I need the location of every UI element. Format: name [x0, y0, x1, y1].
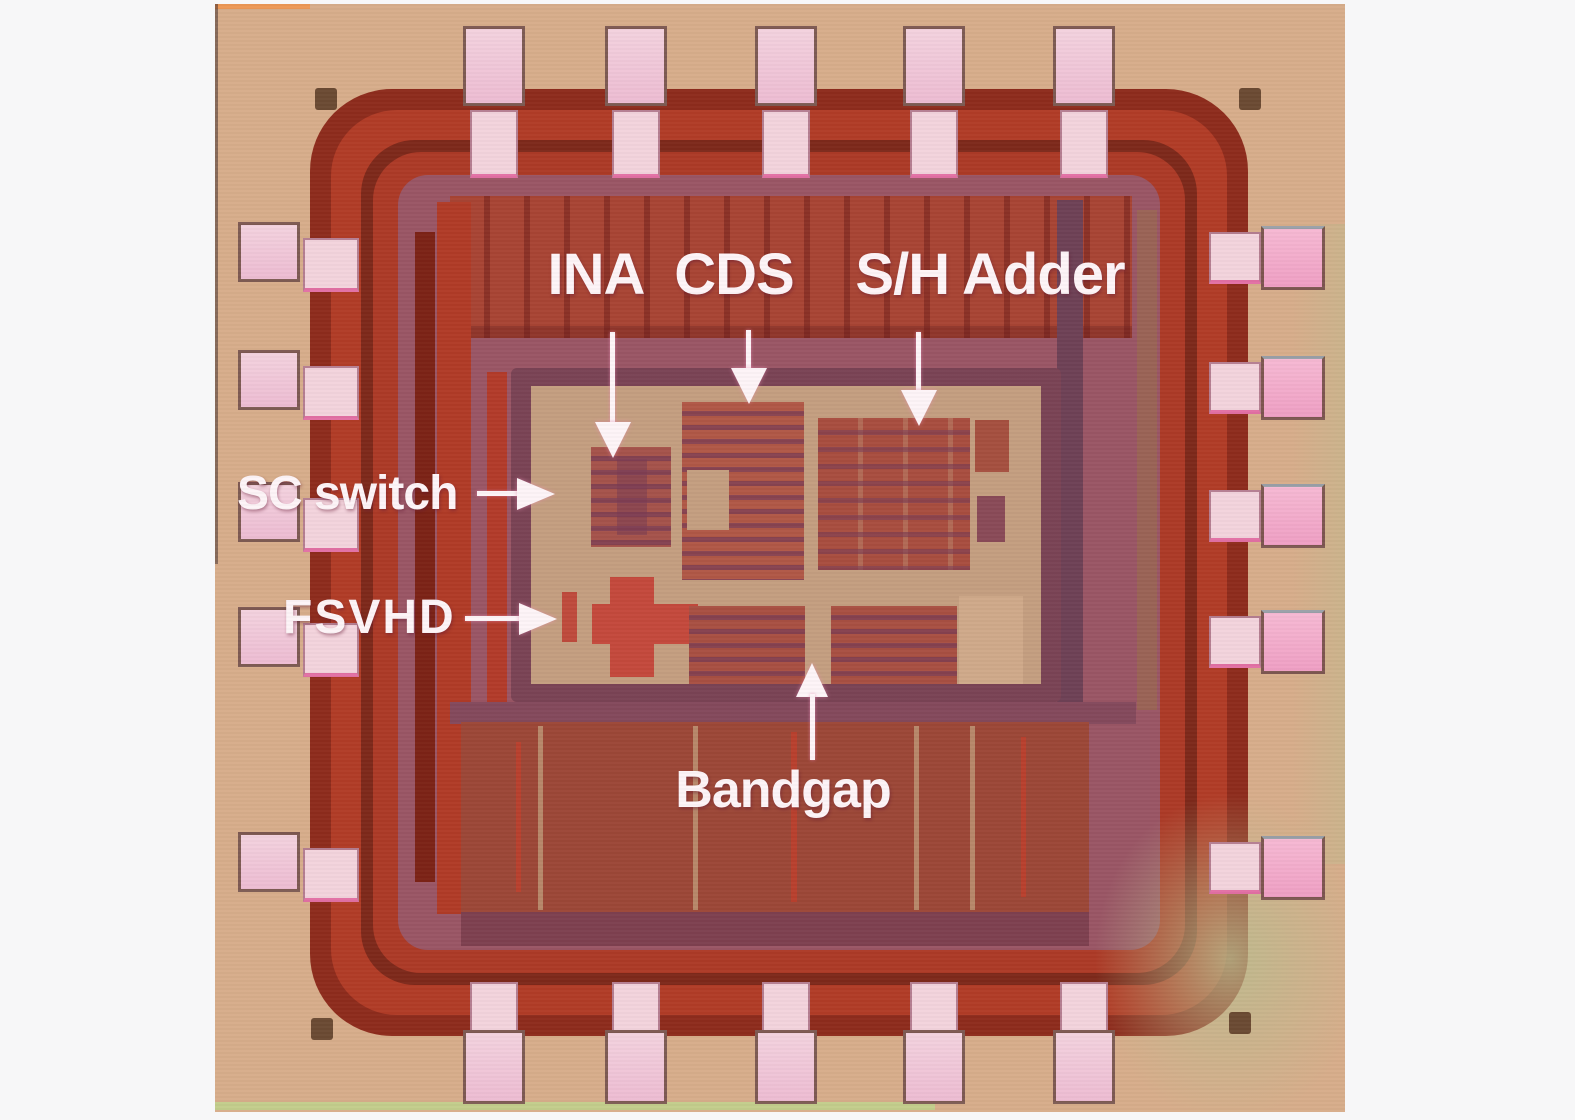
bond-pad: [1261, 226, 1325, 290]
label-bandgap-text: Bandgap: [675, 761, 891, 819]
core-tan-block-right: [959, 596, 1023, 684]
label-sh-adder: S/H Adder: [855, 246, 1125, 304]
bond-pad: [303, 623, 359, 677]
bond-pad: [1261, 484, 1325, 548]
purple-belt: [450, 702, 1136, 724]
photo-edge-line-bottom: [215, 1102, 935, 1110]
die-micrograph: INA CDS S/H Adder SC switch FSVHD Bandga…: [215, 4, 1345, 1112]
bond-pad: [470, 110, 518, 178]
bond-pad: [303, 498, 359, 552]
label-cds-text: CDS: [674, 242, 794, 307]
bandgap-block-right: [831, 606, 957, 684]
bond-pad: [303, 238, 359, 292]
bond-pad: [1053, 1030, 1115, 1104]
corner-mark: [1229, 1012, 1251, 1034]
fsvhd-side-bar: [562, 592, 577, 642]
bandgap-block-left: [689, 606, 805, 684]
bond-pad: [238, 222, 300, 282]
bond-pad: [463, 26, 525, 106]
digital-divider: [970, 726, 975, 910]
below-belt: [461, 912, 1089, 946]
sh-adder-side-block: [975, 420, 1009, 472]
label-bandgap: Bandgap: [675, 761, 891, 819]
photo-edge-line-top: [215, 4, 310, 9]
cds-arrow-shaft: [746, 330, 751, 370]
label-fsvhd: FSVHD: [283, 594, 456, 642]
bond-pad: [1053, 26, 1115, 106]
label-cds: CDS: [674, 246, 794, 304]
bond-pad: [1261, 836, 1325, 900]
corner-mark: [1239, 88, 1261, 110]
label-sh-adder-text: S/H Adder: [855, 242, 1125, 307]
bond-pad: [1261, 356, 1325, 420]
bond-pad: [1209, 842, 1261, 894]
digital-divider: [693, 726, 698, 910]
bond-pad: [903, 26, 965, 106]
bond-pad: [910, 110, 958, 178]
fsvhd-cross-horizontal: [592, 604, 698, 644]
bond-pad: [238, 607, 300, 667]
bond-pad: [605, 1030, 667, 1104]
bandgap-arrow-head: [796, 663, 828, 697]
bond-pad: [303, 848, 359, 902]
label-fsvhd-text: FSVHD: [283, 591, 456, 644]
sc-switch-arrow-shaft: [477, 491, 519, 496]
digital-red-accent: [516, 742, 521, 892]
right-brown-strip: [1137, 210, 1157, 710]
bond-pad: [1209, 616, 1261, 668]
bond-pad: [238, 350, 300, 410]
bond-pad: [903, 1030, 965, 1104]
ina-arrow-head: [595, 422, 631, 458]
bond-pad: [1209, 490, 1261, 542]
digital-divider: [914, 726, 919, 910]
label-sc-switch-text: SC switch: [237, 467, 458, 520]
sh-adder-block: [818, 418, 970, 570]
corner-mark: [315, 88, 337, 110]
bond-pad: [1060, 110, 1108, 178]
bond-pad: [1209, 362, 1261, 414]
core-left-red-strip: [487, 372, 507, 702]
sc-switch-arrow-head: [517, 478, 555, 510]
sh-adder-arrow-head: [901, 390, 937, 426]
bond-pad: [1209, 232, 1261, 284]
bond-pad: [762, 110, 810, 178]
bond-pad: [755, 26, 817, 106]
bond-pad: [612, 110, 660, 178]
digital-block: [461, 722, 1089, 914]
ina-arrow-shaft: [610, 332, 615, 424]
left-dark-strip: [415, 232, 435, 882]
digital-red-accent: [791, 732, 797, 902]
bond-pad: [238, 832, 300, 892]
bond-pad: [463, 1030, 525, 1104]
cds-arrow-head: [731, 368, 767, 404]
bond-pad: [303, 366, 359, 420]
bond-pad: [238, 482, 300, 542]
fsvhd-arrow-head: [519, 603, 557, 635]
ina-inner-patch: [617, 459, 647, 535]
label-ina-text: INA: [547, 242, 646, 307]
right-purple-strip: [1057, 200, 1083, 720]
corner-mark: [311, 1018, 333, 1040]
label-sc-switch: SC switch: [237, 467, 458, 520]
photo-edge-line-left: [215, 4, 218, 564]
sh-adder-side-block2: [977, 496, 1005, 542]
digital-divider: [538, 726, 543, 910]
top-metal-band: [450, 196, 1132, 338]
bond-pad: [755, 1030, 817, 1104]
fsvhd-arrow-shaft: [465, 616, 521, 621]
digital-red-accent: [1021, 737, 1026, 897]
bandgap-arrow-shaft: [810, 694, 815, 760]
bond-pad: [605, 26, 667, 106]
label-ina: INA: [548, 246, 646, 304]
bond-pad: [1261, 610, 1325, 674]
cds-inset: [687, 470, 729, 530]
sh-adder-arrow-shaft: [916, 332, 921, 392]
